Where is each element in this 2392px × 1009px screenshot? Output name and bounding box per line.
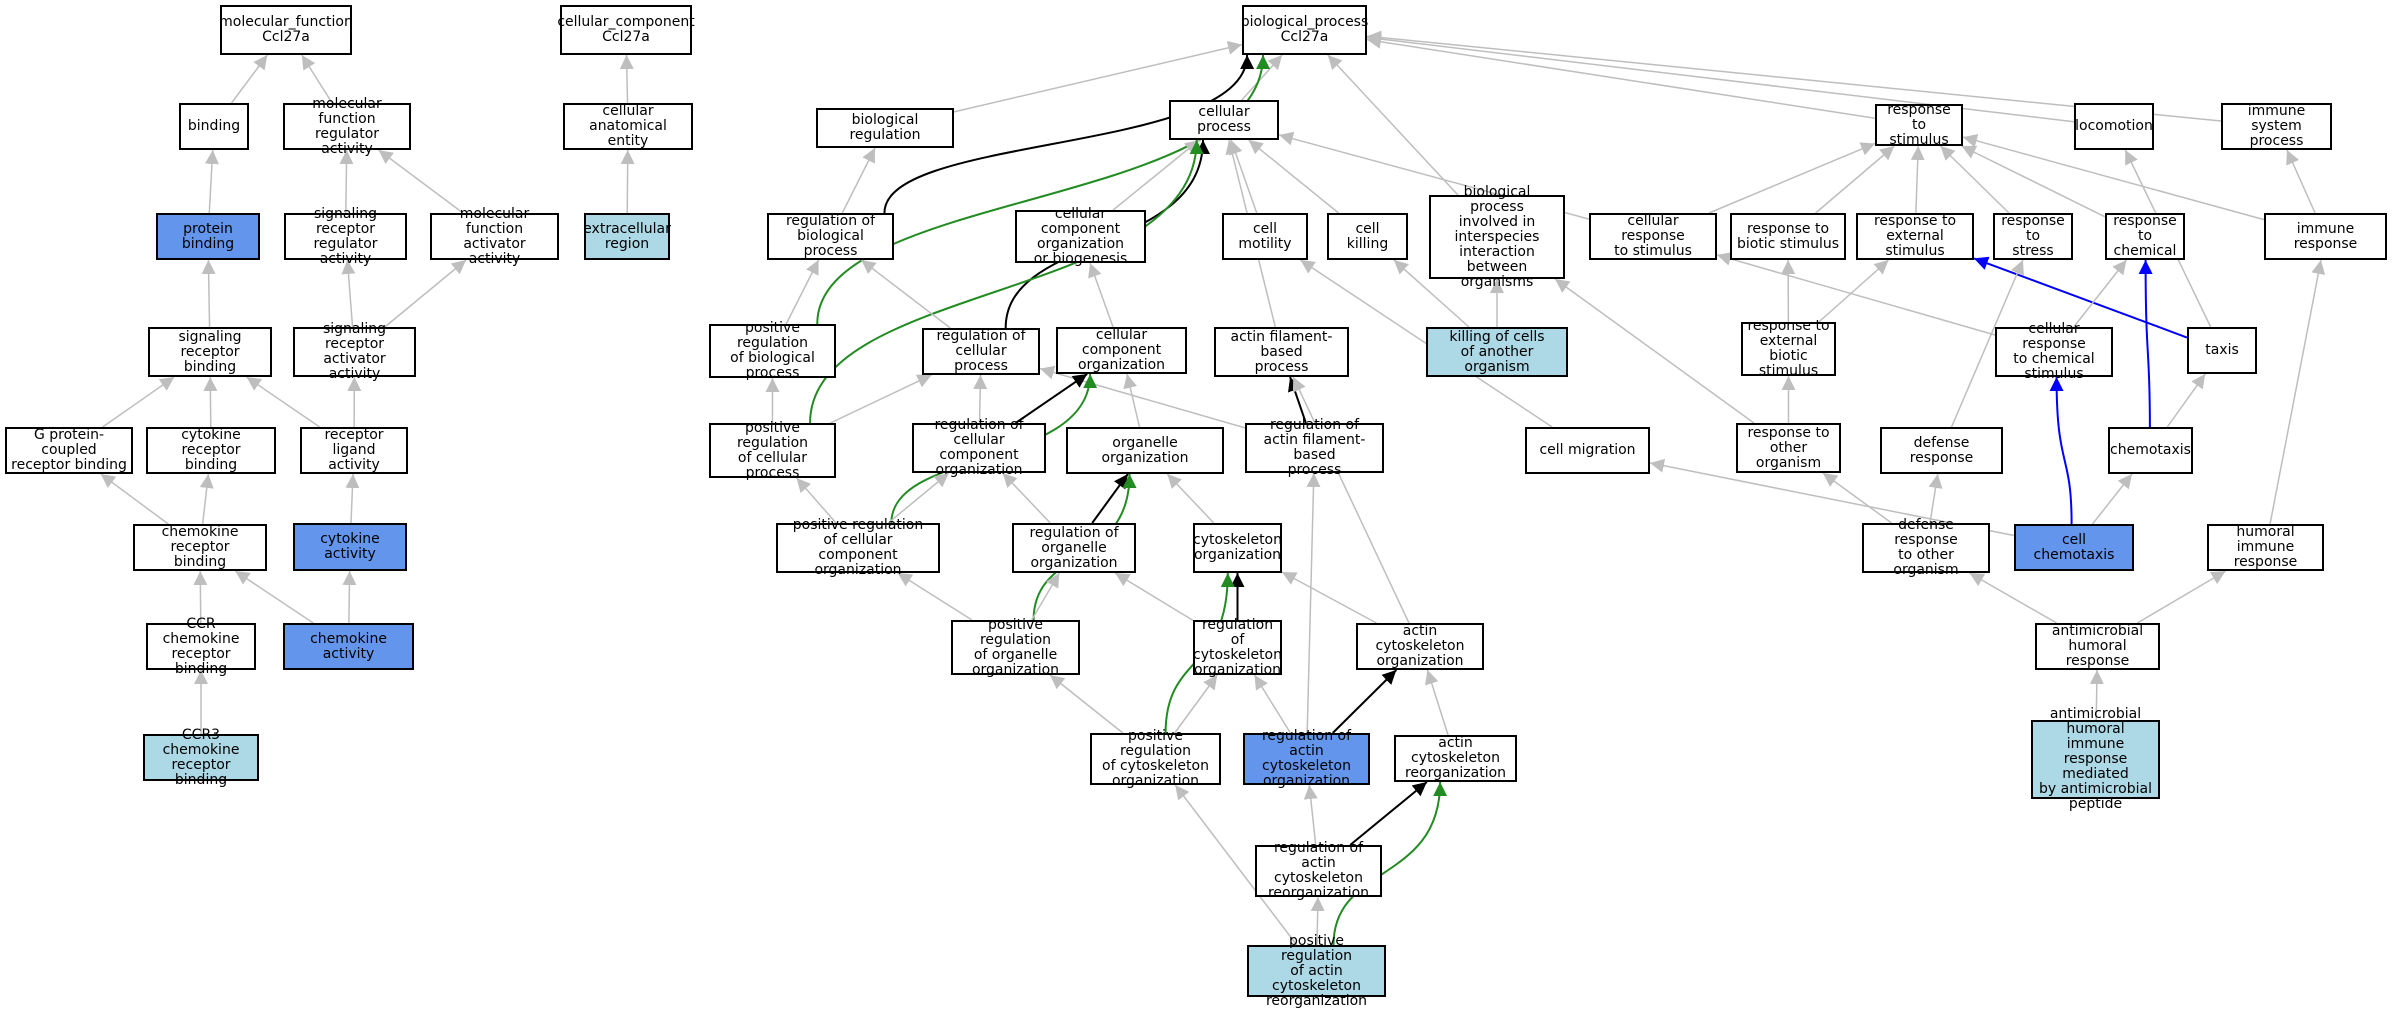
node-bpiii: biological process involved in interspec… (1429, 195, 1565, 279)
node-extreg: extracellular region (584, 213, 670, 260)
node-regbp: regulation of biological process (767, 213, 894, 260)
node-mfaa: molecular function activator activity (430, 213, 559, 260)
node-regoo: regulation of organelle organization (1012, 523, 1136, 573)
node-rtebs: response to external biotic stimulus (1741, 322, 1836, 376)
node-cae: cellular anatomical entity (563, 103, 693, 150)
node-chemact: chemokine activity (283, 623, 414, 670)
node-posregacr: positive regulation of actin cytoskeleto… (1247, 945, 1386, 997)
node-rtchem: response to chemical (2105, 213, 2185, 260)
node-rtes: response to external stimulus (1856, 213, 1974, 260)
node-posregoo: positive regulation of organelle organiz… (951, 620, 1080, 675)
node-rla: receptor ligand activity (300, 427, 408, 474)
node-isp: immune system process (2221, 103, 2332, 150)
node-regacr: regulation of actin cytoskeleton reorgan… (1255, 845, 1382, 897)
node-cytoorg: cytoskeleton organization (1193, 523, 1282, 573)
node-afbp: actin filament-based process (1214, 327, 1349, 377)
node-motility: cell motility (1222, 213, 1308, 260)
node-regco: regulation of cytoskeleton organization (1193, 620, 1282, 675)
node-actr: actin cytoskeleton reorganization (1394, 735, 1517, 782)
node-acto: actin cytoskeleton organization (1356, 623, 1484, 670)
node-killing: cell killing (1327, 213, 1408, 260)
node-amhr: antimicrobial humoral response (2035, 623, 2160, 670)
node-crts: cellular response to stimulus (1589, 213, 1717, 260)
node-cco: cellular component organization (1056, 327, 1187, 374)
node-ccr3: CCR3 chemokine receptor binding (143, 734, 259, 781)
node-taxis: taxis (2187, 327, 2257, 374)
node-posregcp: positive regulation of cellular process (709, 423, 836, 478)
node-cc: cellular_component Ccl27a (560, 5, 692, 55)
node-cellchemo: cell chemotaxis (2014, 524, 2134, 571)
node-ccr: CCR chemokine receptor binding (146, 623, 256, 670)
node-cellproc: cellular process (1169, 100, 1279, 140)
node-mfra: molecular function regulator activity (283, 103, 411, 150)
node-protbind: protein binding (156, 213, 260, 260)
node-posregcco: positive regulation of cellular componen… (776, 523, 940, 573)
node-kcao: killing of cells of another organism (1426, 327, 1568, 377)
node-posregbp: positive regulation of biological proces… (709, 324, 836, 378)
node-humimm: humoral immune response (2207, 524, 2324, 571)
node-regaco: regulation of actin cytoskeleton organiz… (1243, 733, 1370, 785)
node-drtoo: defense response to other organism (1862, 523, 1990, 573)
node-immresp: immune response (2264, 213, 2387, 260)
node-bioreg: biological regulation (816, 108, 954, 148)
node-regcco: regulation of cellular component organiz… (912, 423, 1046, 473)
node-mf: molecular_function Ccl27a (220, 5, 352, 55)
node-cytact: cytokine activity (293, 523, 407, 571)
node-defresp: defense response (1880, 427, 2003, 474)
node-regafbp: regulation of actin filament-based proce… (1245, 423, 1384, 473)
node-orgorg: organelle organization (1066, 427, 1224, 474)
node-rtoo: response to other organism (1736, 423, 1841, 473)
node-srra: signaling receptor regulator activity (284, 213, 407, 260)
node-regcp: regulation of cellular process (922, 328, 1040, 375)
node-binding: binding (179, 103, 249, 150)
node-locomotion: locomotion (2074, 103, 2154, 150)
node-amhrmap: antimicrobial humoral immune response me… (2031, 720, 2160, 799)
node-crcs: cellular response to chemical stimulus (1995, 327, 2113, 377)
node-srb: signaling receptor binding (148, 327, 272, 377)
node-ccob: cellular component organization or bioge… (1015, 210, 1146, 263)
node-rtstress: response to stress (1993, 213, 2073, 260)
node-posregco: positive regulation of cytoskeleton orga… (1090, 733, 1221, 785)
node-bp: biological_process Ccl27a (1242, 5, 1367, 55)
node-chemotaxis: chemotaxis (2108, 427, 2193, 474)
node-gpcrb: G protein-coupled receptor binding (5, 427, 133, 474)
node-rtbs: response to biotic stimulus (1730, 213, 1846, 260)
node-rts: response to stimulus (1875, 104, 1963, 146)
node-sraa: signaling receptor activator activity (293, 327, 416, 377)
node-chemrb: chemokine receptor binding (133, 524, 267, 571)
node-cytrb: cytokine receptor binding (146, 427, 276, 474)
node-cellmig: cell migration (1525, 427, 1650, 474)
